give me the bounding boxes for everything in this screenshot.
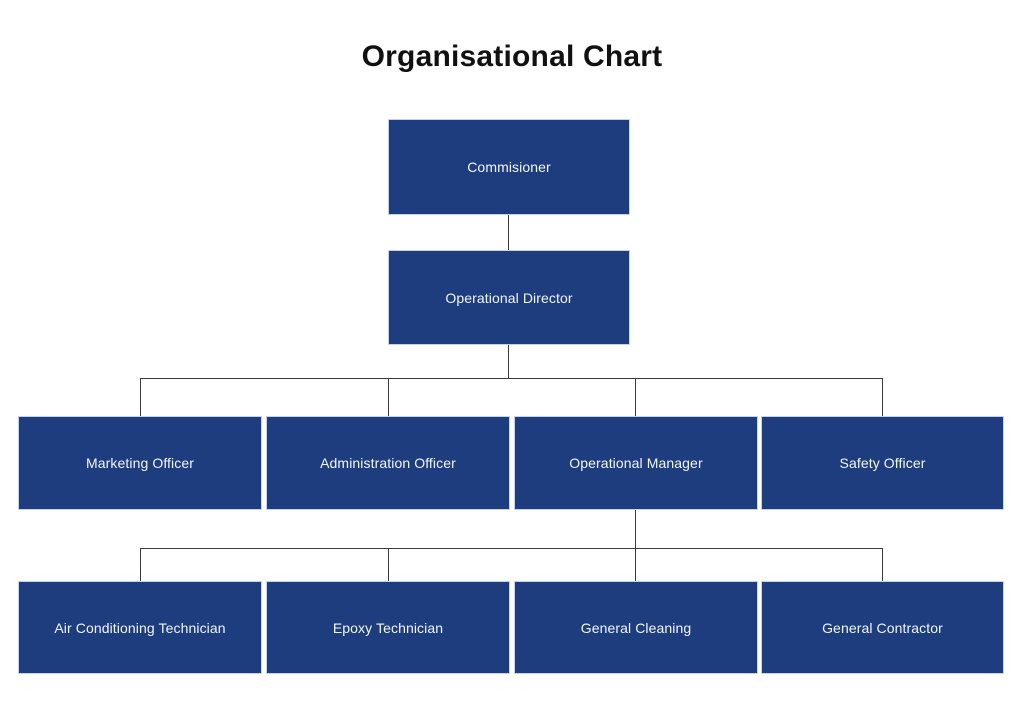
connector-drop-general-contractor	[882, 548, 883, 582]
org-node-administration-officer[interactable]: Administration Officer	[266, 416, 510, 510]
org-node-air-conditioning-technician[interactable]: Air Conditioning Technician	[18, 581, 262, 674]
connector-drop-operational-manager	[635, 378, 636, 416]
org-node-label: Air Conditioning Technician	[54, 619, 226, 636]
org-node-safety-officer[interactable]: Safety Officer	[761, 416, 1004, 510]
org-node-label: Operational Manager	[569, 455, 703, 471]
connector-commisioner-to-operational-director	[508, 214, 509, 250]
org-node-epoxy-technician[interactable]: Epoxy Technician	[266, 581, 510, 674]
org-node-operational-director[interactable]: Operational Director	[388, 250, 630, 345]
org-node-label: Commisioner	[467, 159, 551, 175]
connector-operational-director-stem	[508, 344, 509, 379]
page-title: Organisational Chart	[361, 40, 663, 73]
connector-drop-air-conditioning-technician	[140, 548, 141, 582]
org-node-operational-manager[interactable]: Operational Manager	[514, 416, 758, 510]
connector-drop-marketing-officer	[140, 378, 141, 416]
org-node-label: Administration Officer	[320, 455, 456, 471]
connector-drop-general-cleaning	[635, 548, 636, 582]
connector-drop-administration-officer	[388, 378, 389, 416]
connector-operational-manager-stem	[635, 509, 636, 549]
org-node-marketing-officer[interactable]: Marketing Officer	[18, 416, 262, 510]
org-node-general-contractor[interactable]: General Contractor	[761, 581, 1004, 674]
connector-drop-safety-officer	[882, 378, 883, 416]
connector-level4-bus	[140, 548, 883, 549]
org-node-label: Operational Director	[445, 289, 573, 306]
org-node-label: Epoxy Technician	[332, 619, 444, 636]
org-node-commisioner[interactable]: Commisioner	[388, 119, 630, 215]
org-node-label: General Cleaning	[580, 619, 692, 636]
connector-drop-epoxy-technician	[388, 548, 389, 582]
connector-level3-bus	[140, 378, 883, 379]
org-node-general-cleaning[interactable]: General Cleaning	[514, 581, 758, 674]
org-node-label: General Contractor	[822, 619, 943, 636]
org-node-label: Safety Officer	[839, 455, 926, 471]
org-node-label: Marketing Officer	[85, 455, 195, 471]
